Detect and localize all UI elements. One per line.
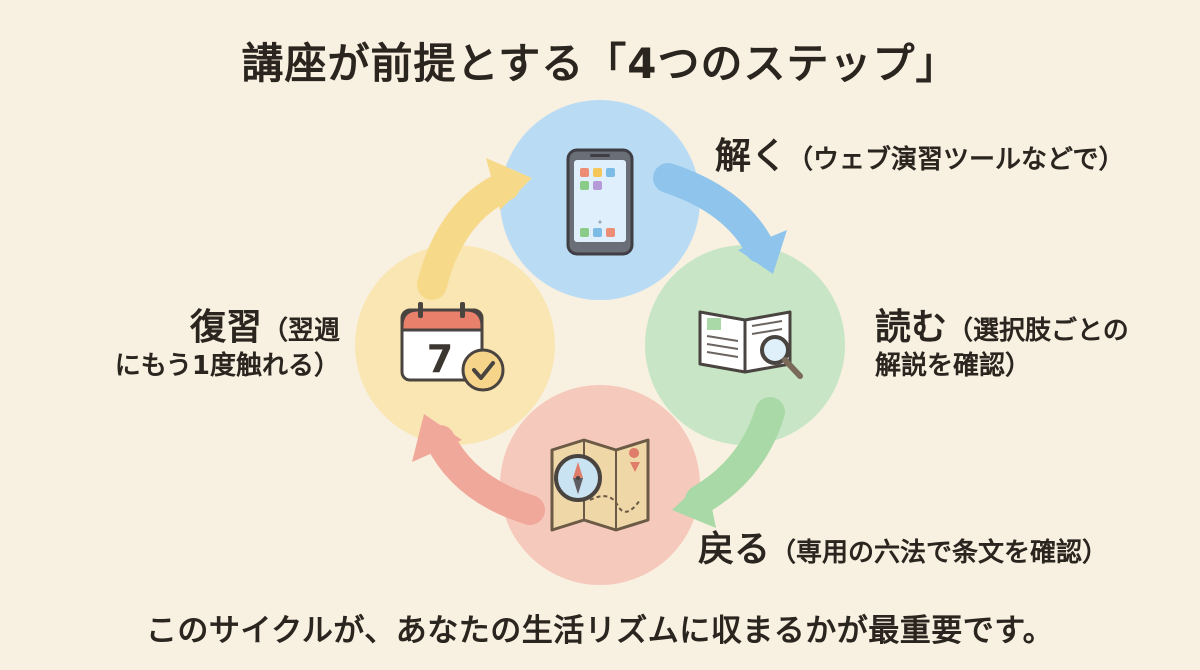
step-label-review-main: 復習 (189, 307, 262, 348)
step-label-review-sub-line1: （翌週 (261, 316, 340, 346)
open-book-magnifier-icon (698, 310, 803, 379)
page-title: 講座が前提とする「4つのステップ」 (241, 39, 959, 88)
step-label-review-sub-line2: にもう1度触れる） (114, 351, 340, 381)
calendar-day: 7 (427, 337, 453, 381)
arrow-review-to-solve (417, 158, 532, 300)
arrow-solve-to-read (653, 163, 787, 274)
step-label-return-sub: （専用の六法で条文を確認） (770, 538, 1109, 568)
step-label-return: 戻る（専用の六法で条文を確認） (698, 527, 1108, 572)
step-label-read: 読む（選択肢ごとの 解説を確認） (875, 305, 1175, 383)
smartphone-icon (566, 148, 634, 256)
step-label-read-sub-line1: （選択肢ごとの (947, 316, 1129, 346)
step-label-read-main: 読む (875, 307, 948, 348)
step-label-review: 復習（翌週 にもう1度触れる） (60, 305, 340, 383)
footer-message: このサイクルが、あなたの生活リズムに収まるかが最重要です。 (145, 613, 1055, 649)
step-label-return-main: 戻る (698, 529, 771, 570)
step-label-read-sub-line2: 解説を確認） (875, 351, 1032, 381)
arrow-return-to-review (412, 414, 545, 525)
step-label-solve: 解く（ウェブ演習ツールなどで） (715, 134, 1125, 179)
step-label-solve-sub: （ウェブ演習ツールなどで） (787, 145, 1125, 175)
calendar-check-icon: 7 (400, 302, 505, 392)
arrow-read-to-return (672, 397, 785, 528)
step-label-solve-main: 解く (715, 136, 788, 177)
map-compass-icon (550, 438, 650, 532)
